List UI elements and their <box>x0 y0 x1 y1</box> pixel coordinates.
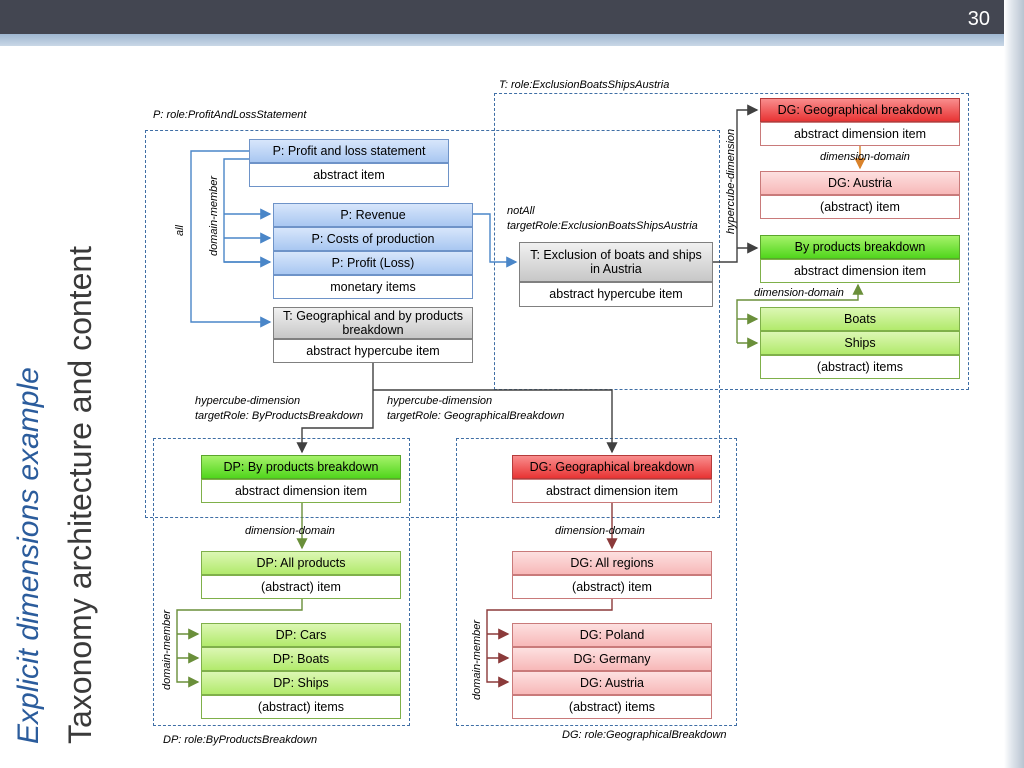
node-dp-ships: DP: Ships <box>201 671 401 695</box>
node-revenue: P: Revenue <box>273 203 473 227</box>
region-exclusion <box>494 93 969 390</box>
node-dg-dimension: DG: Geographical breakdown <box>512 455 712 479</box>
relation-label-all: all <box>174 224 186 236</box>
node-exclusion-items-type: (abstract) items <box>760 355 960 379</box>
region-by-products <box>153 438 410 726</box>
region-label-exclusion: T: role:ExclusionBoatsShipsAustria <box>499 79 670 91</box>
relation-label-target-geographical: targetRole: GeographicalBreakdown <box>387 410 565 422</box>
node-dp-dimension-type: abstract dimension item <box>201 479 401 503</box>
node-geo-products-hypercube: T: Geographical and by products breakdow… <box>273 307 473 339</box>
node-dg-germany: DG: Germany <box>512 647 712 671</box>
relation-label-not-all-target: targetRole:ExclusionBoatsShipsAustria <box>507 220 698 232</box>
node-dp-all-products-type: (abstract) item <box>201 575 401 599</box>
node-dg-all-regions: DG: All regions <box>512 551 712 575</box>
header-stripe <box>0 34 1024 46</box>
node-costs-of-production: P: Costs of production <box>273 227 473 251</box>
node-exclusion-boats: Boats <box>760 307 960 331</box>
node-dp-items-type: (abstract) items <box>201 695 401 719</box>
header-bar <box>0 0 1024 34</box>
region-label-geographical: DG: role:GeographicalBreakdown <box>562 729 727 741</box>
relation-label-not-all: notAll <box>507 205 535 217</box>
node-dg-all-regions-type: (abstract) item <box>512 575 712 599</box>
relation-label-domain-member-dp: domain-member <box>161 609 173 690</box>
node-exclusion-dg-dimension: DG: Geographical breakdown <box>760 98 960 122</box>
node-monetary-items: monetary items <box>273 275 473 299</box>
relation-label-dimension-domain-dp-lower: dimension-domain <box>245 525 335 537</box>
slide-number: 30 <box>967 8 990 30</box>
relation-label-dimension-domain-dg: dimension-domain <box>820 151 910 163</box>
node-exclusion-ships: Ships <box>760 331 960 355</box>
relation-label-dimension-domain-bp: dimension-domain <box>754 287 844 299</box>
node-dg-austria: DG: Austria <box>512 671 712 695</box>
relation-label-dimension-domain-dg-lower: dimension-domain <box>555 525 645 537</box>
region-label-profit-loss: P: role:ProfitAndLossStatement <box>153 109 307 121</box>
node-dp-dimension: DP: By products breakdown <box>201 455 401 479</box>
region-profit-loss <box>145 130 720 518</box>
node-geo-products-hypercube-type: abstract hypercube item <box>273 339 473 363</box>
node-dg-poland: DG: Poland <box>512 623 712 647</box>
node-exclusion-dg-dimension-type: abstract dimension item <box>760 122 960 146</box>
relation-label-hypercube-dimension-right: hypercube-dimension <box>725 128 737 234</box>
relation-label-domain-member: domain-member <box>208 175 220 256</box>
node-exclusion-bp-dimension-type: abstract dimension item <box>760 259 960 283</box>
node-profit-loss: P: Profit (Loss) <box>273 251 473 275</box>
relation-label-hypercube-dimension-dg: hypercube-dimension <box>387 395 493 407</box>
node-dg-dimension-type: abstract dimension item <box>512 479 712 503</box>
node-exclusion-bp-dimension: By products breakdown <box>760 235 960 259</box>
node-dg-items-type: (abstract) items <box>512 695 712 719</box>
relation-label-domain-member-dg: domain-member <box>471 619 483 700</box>
relation-label-hypercube-dimension-dp: hypercube-dimension <box>195 395 301 407</box>
node-dp-all-products: DP: All products <box>201 551 401 575</box>
right-edge-stripe <box>1004 0 1024 768</box>
node-exclusion-hypercube-type: abstract hypercube item <box>519 282 713 307</box>
region-label-by-products: DP: role:ByProductsBreakdown <box>163 734 318 746</box>
node-exclusion-dg-austria-type: (abstract) item <box>760 195 960 219</box>
node-dp-boats: DP: Boats <box>201 647 401 671</box>
node-profit-loss-statement: P: Profit and loss statement <box>249 139 449 163</box>
relation-label-target-by-products: targetRole: ByProductsBreakdown <box>195 410 364 422</box>
region-geographical <box>456 438 737 726</box>
node-exclusion-dg-austria: DG: Austria <box>760 171 960 195</box>
node-exclusion-hypercube: T: Exclusion of boats and ships in Austr… <box>519 242 713 282</box>
node-profit-loss-statement-type: abstract item <box>249 163 449 187</box>
node-dp-cars: DP: Cars <box>201 623 401 647</box>
